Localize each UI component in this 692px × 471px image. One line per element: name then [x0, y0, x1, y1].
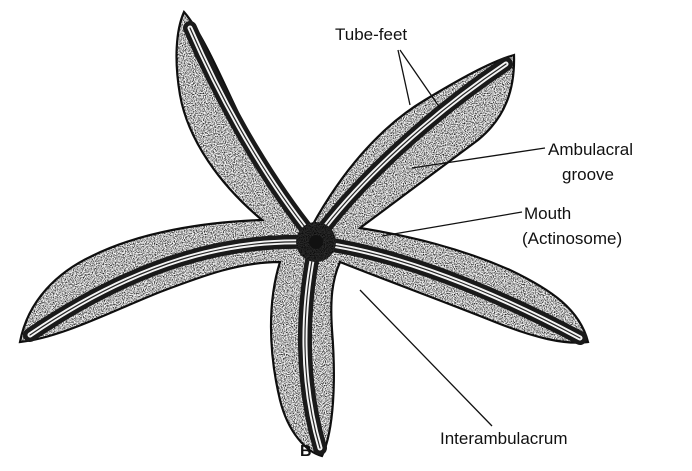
label-mouth-line2: (Actinosome) — [522, 229, 622, 248]
label-ambulacral-groove-line2: groove — [562, 165, 614, 184]
label-mouth-line1: Mouth — [524, 204, 571, 223]
panel-letter: B — [300, 443, 312, 460]
label-interambulacrum: Interambulacrum — [440, 429, 568, 448]
label-ambulacral-groove-line1: Ambulacral — [548, 140, 633, 159]
mouth-actinosome — [296, 222, 336, 262]
tube-feet-leader-1 — [398, 50, 410, 105]
mouth-leader — [382, 212, 522, 236]
tube-feet-leader-2 — [400, 50, 440, 108]
label-tube-feet: Tube-feet — [335, 25, 407, 44]
